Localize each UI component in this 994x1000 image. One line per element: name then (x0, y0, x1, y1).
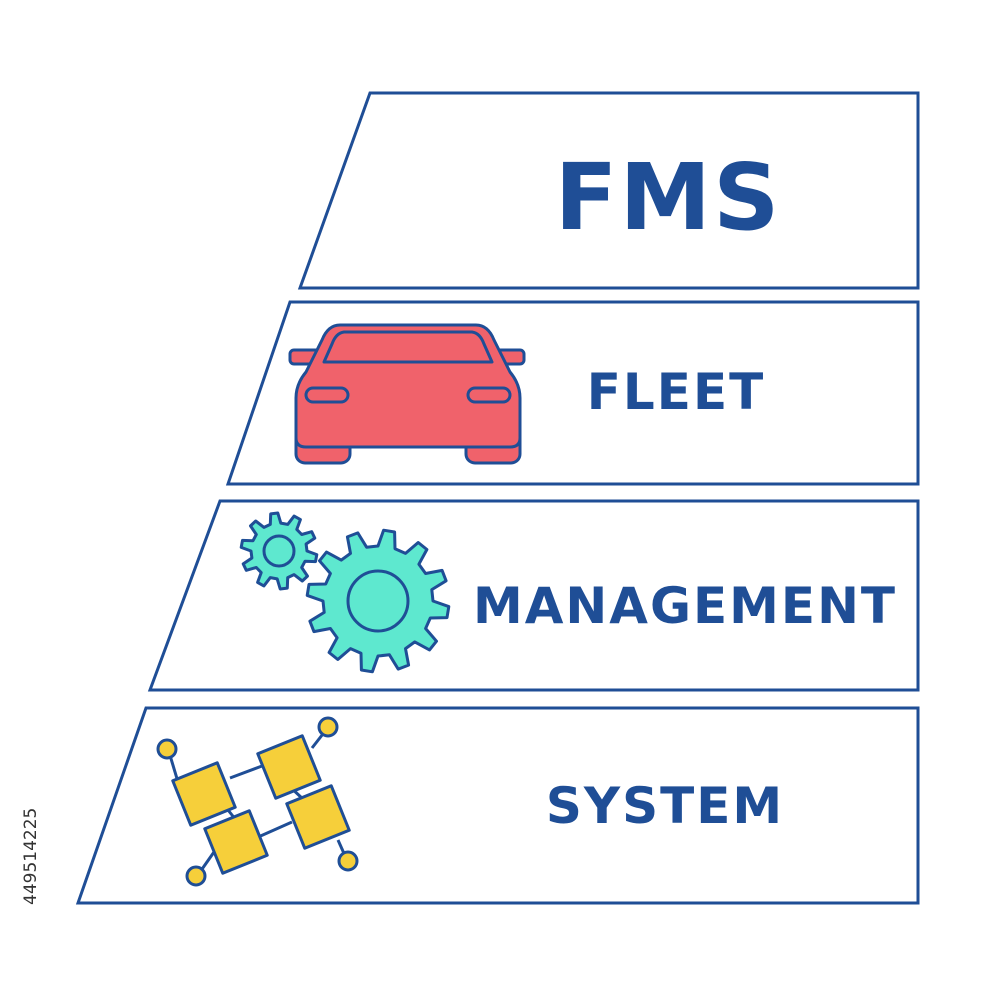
fleet-band: FLEET (225, 300, 920, 486)
management-label: MANAGEMENT (473, 577, 897, 635)
management-band: MANAGEMENT (147, 499, 920, 692)
title-band: FMS (297, 91, 920, 290)
system-label: SYSTEM (546, 777, 784, 835)
stock-id-text: 449514225 (21, 808, 41, 905)
large-gear-icon (305, 528, 451, 674)
network-blocks-icon (156, 716, 359, 887)
fleet-label: FLEET (587, 363, 765, 421)
title-band-shape (297, 91, 920, 290)
diagram-title: FMS (555, 144, 782, 251)
car-icon (288, 323, 526, 465)
system-band: SYSTEM (75, 706, 920, 905)
gears-icon (239, 511, 451, 674)
small-gear-icon (239, 511, 319, 591)
